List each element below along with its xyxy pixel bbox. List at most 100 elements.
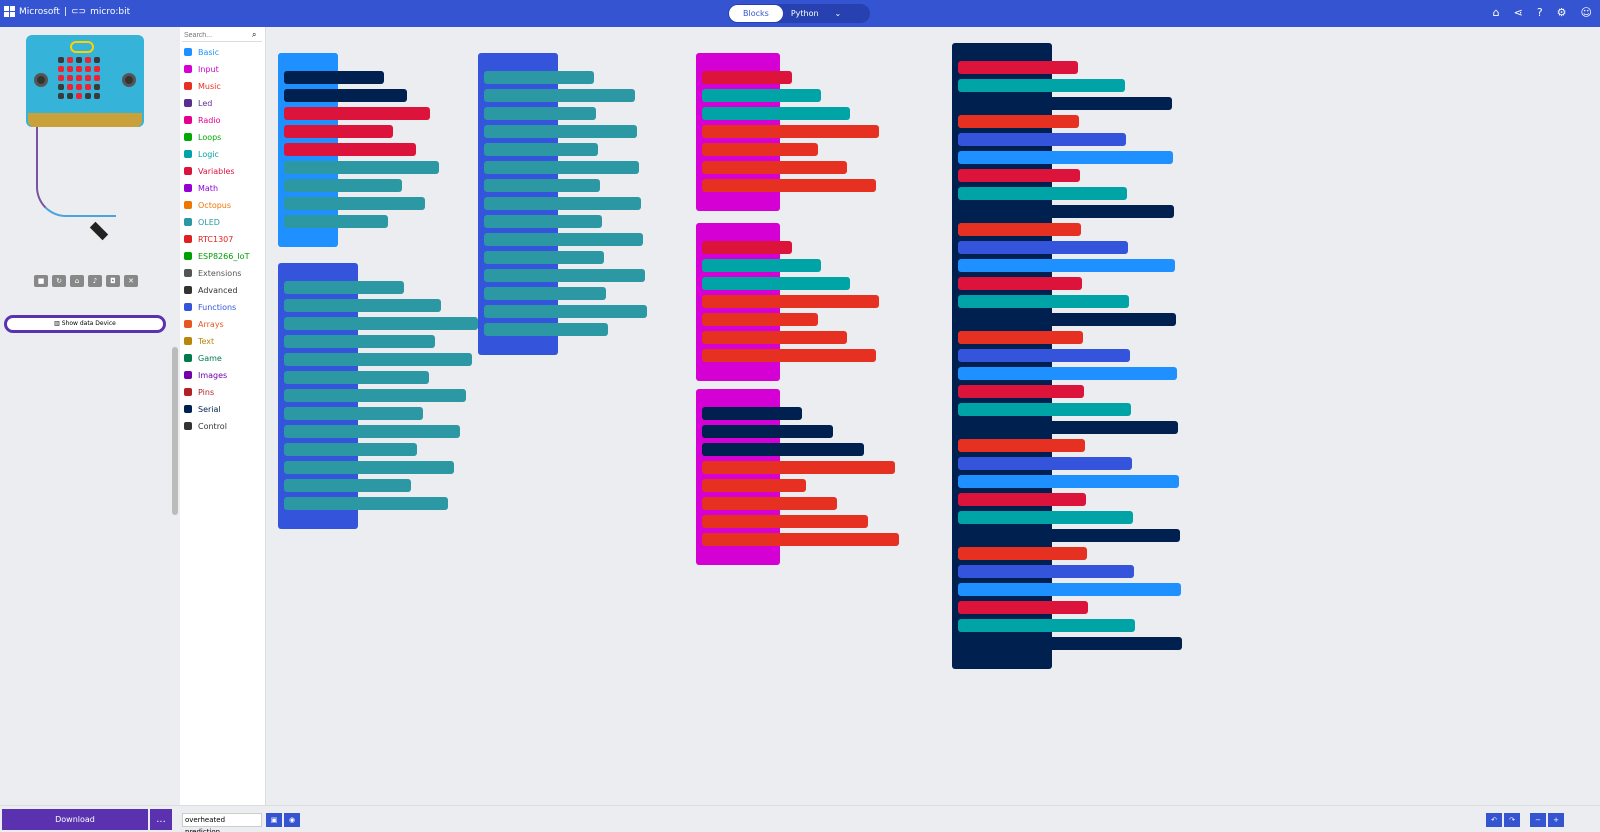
toolbox-category-rtc1307[interactable]: RTC1307 [184,232,233,246]
github-icon[interactable]: ◉ [284,813,300,827]
statement-block[interactable] [958,367,1177,380]
statement-block[interactable] [284,143,416,156]
statement-block[interactable] [702,515,868,528]
undo-icon[interactable]: ↶ [1486,813,1502,827]
more-options-button[interactable]: ... [150,809,172,830]
statement-block[interactable] [284,299,441,312]
toolbox-category-extensions[interactable]: Extensions [184,266,241,280]
statement-block[interactable] [484,89,635,102]
toolbox-category-control[interactable]: Control [184,419,227,433]
screenshot-icon[interactable]: ◘ [106,275,120,287]
statement-block[interactable] [702,125,879,138]
zoom-in-icon[interactable]: + [1548,813,1564,827]
toolbox-category-logic[interactable]: Logic [184,147,219,161]
statement-block[interactable] [958,331,1083,344]
statement-block[interactable] [702,425,833,438]
toolbox-category-text[interactable]: Text [184,334,214,348]
statement-block[interactable] [284,497,448,510]
statement-block[interactable] [284,317,478,330]
button-a[interactable] [34,73,48,87]
microbit-simulator[interactable] [26,35,144,127]
statement-block[interactable] [702,143,818,156]
statement-block[interactable] [484,287,606,300]
toolbox-category-serial[interactable]: Serial [184,402,221,416]
statement-block[interactable] [958,97,1172,110]
statement-block[interactable] [958,295,1129,308]
restart-icon[interactable]: ↻ [52,275,66,287]
toolbox-category-advanced[interactable]: Advanced [184,283,238,297]
home-icon[interactable]: ⌂ [1492,6,1500,19]
statement-block[interactable] [702,331,847,344]
statement-block[interactable] [284,335,435,348]
statement-block[interactable] [284,353,472,366]
statement-block[interactable] [484,71,594,84]
statement-block[interactable] [958,277,1082,290]
slowmo-icon[interactable]: ⌂ [70,275,84,287]
statement-block[interactable] [702,161,847,174]
statement-block[interactable] [484,323,608,336]
statement-block[interactable] [958,187,1127,200]
statement-block[interactable] [484,215,602,228]
statement-block[interactable] [702,349,876,362]
statement-block[interactable] [484,107,596,120]
statement-block[interactable] [702,277,850,290]
help-icon[interactable]: ? [1536,6,1543,19]
toolbox-category-arrays[interactable]: Arrays [184,317,224,331]
statement-block[interactable] [284,281,404,294]
statement-block[interactable] [958,223,1081,236]
avatar[interactable]: ☺ [1580,6,1592,19]
toolbox-category-images[interactable]: Images [184,368,227,382]
share-icon[interactable]: ⋖ [1513,6,1523,19]
statement-block[interactable] [702,259,821,272]
toolbox-category-oled[interactable]: OLED [184,215,220,229]
blocks-workspace[interactable] [266,27,1600,805]
statement-block[interactable] [284,197,425,210]
statement-block[interactable] [958,205,1174,218]
statement-block[interactable] [702,295,879,308]
statement-block[interactable] [702,443,864,456]
statement-block[interactable] [958,421,1178,434]
statement-block[interactable] [284,89,407,102]
gear-icon[interactable]: ⚙ [1556,6,1567,19]
statement-block[interactable] [484,125,637,138]
statement-block[interactable] [484,143,598,156]
toolbox-category-esp8266-iot[interactable]: ESP8266_IoT [184,249,249,263]
editor-mode-toggle[interactable]: Blocks Python ⌄ [728,4,870,23]
statement-block[interactable] [284,479,411,492]
python-mode-button[interactable]: Python [790,9,819,18]
statement-block[interactable] [702,479,806,492]
statement-block[interactable] [958,475,1179,488]
statement-block[interactable] [958,313,1176,326]
statement-block[interactable] [958,79,1125,92]
statement-block[interactable] [702,71,792,84]
blocks-mode-button[interactable]: Blocks [729,5,783,22]
statement-block[interactable] [284,425,460,438]
statement-block[interactable] [284,461,454,474]
statement-block[interactable] [702,89,821,102]
toolbox-category-basic[interactable]: Basic [184,45,219,59]
statement-block[interactable] [958,61,1078,74]
toolbox-category-variables[interactable]: Variables [184,164,235,178]
statement-block[interactable] [958,637,1182,650]
statement-block[interactable] [958,115,1079,128]
statement-block[interactable] [702,497,837,510]
statement-block[interactable] [702,107,850,120]
panel-splitter[interactable] [172,347,178,515]
download-button[interactable]: Download [2,809,148,830]
statement-block[interactable] [484,179,600,192]
statement-block[interactable] [958,133,1126,146]
stop-icon[interactable]: ■ [34,275,48,287]
save-icon[interactable]: ▣ [266,813,282,827]
statement-block[interactable] [702,313,818,326]
statement-block[interactable] [702,407,802,420]
statement-block[interactable] [958,601,1088,614]
toolbox-category-loops[interactable]: Loops [184,130,221,144]
zoom-out-icon[interactable]: − [1530,813,1546,827]
statement-block[interactable] [958,169,1080,182]
microbit-logo-touch[interactable] [70,41,94,53]
statement-block[interactable] [958,619,1135,632]
statement-block[interactable] [702,533,899,546]
fullscreen-icon[interactable]: ✕ [124,275,138,287]
statement-block[interactable] [284,443,417,456]
statement-block[interactable] [484,269,645,282]
